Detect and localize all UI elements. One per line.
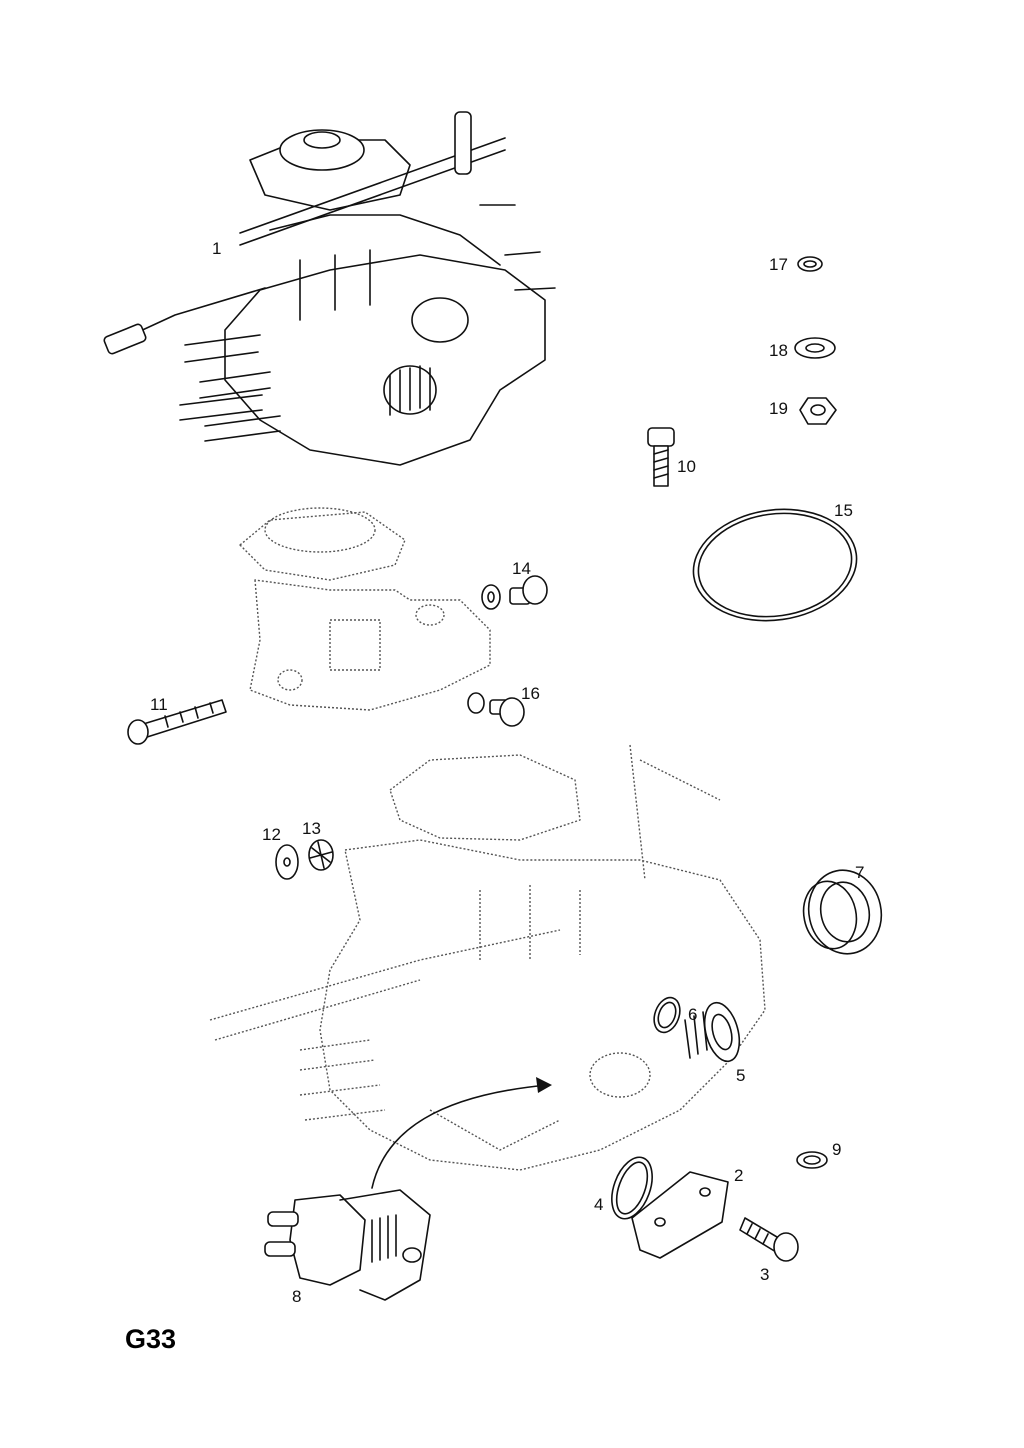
- part-8-cold-start-device: [264, 1189, 431, 1301]
- part-7-shaft-seal: [802, 869, 883, 955]
- part-3-bolt: [739, 1217, 799, 1262]
- pointer-arrow: [371, 1077, 552, 1189]
- callout-1: 1: [212, 239, 221, 258]
- part-18-washer: [794, 337, 836, 359]
- part-1-injection-pump: [103, 111, 556, 466]
- callout-5: 5: [736, 1066, 745, 1085]
- pump-assembly-outline: [209, 744, 766, 1171]
- part-16-plug-screw: [467, 692, 525, 727]
- part-17-seal-ring: [797, 256, 823, 272]
- callout-15: 15: [834, 501, 853, 520]
- callout-4: 4: [594, 1195, 603, 1214]
- callout-19: 19: [769, 399, 788, 418]
- part-12-washer: [275, 844, 299, 880]
- callout-labels: 1 2 3 4 5 6 7 8 9 10 11 12 13 14 15 16 1…: [150, 239, 864, 1306]
- part-6-o-ring: [653, 996, 681, 1034]
- callout-6: 6: [688, 1005, 697, 1024]
- callout-14: 14: [512, 559, 531, 578]
- callout-9: 9: [832, 1140, 841, 1159]
- pump-head-outline: [239, 507, 491, 711]
- callout-3: 3: [760, 1265, 769, 1284]
- part-19-nut: [799, 397, 837, 425]
- callout-2: 2: [734, 1166, 743, 1185]
- part-15-o-ring: [692, 508, 858, 622]
- part-9-seal-ring: [796, 1151, 828, 1169]
- callout-17: 17: [769, 255, 788, 274]
- part-11-long-bolt: [127, 699, 227, 745]
- callout-13: 13: [302, 819, 321, 838]
- part-10-bolt: [647, 427, 675, 487]
- callout-18: 18: [769, 341, 788, 360]
- callout-12: 12: [262, 825, 281, 844]
- part-13-toothed-washer: [308, 839, 334, 871]
- callout-7: 7: [855, 863, 864, 882]
- callout-11: 11: [150, 695, 168, 714]
- callout-8: 8: [292, 1287, 301, 1306]
- part-2-cover-plate: [631, 1171, 729, 1259]
- part-5-fitting: [684, 1001, 741, 1063]
- page-code: G33: [125, 1324, 176, 1354]
- callout-10: 10: [677, 457, 696, 476]
- callout-16: 16: [521, 684, 540, 703]
- part-4-o-ring: [611, 1156, 653, 1220]
- part-14-plug-screw: [481, 575, 548, 610]
